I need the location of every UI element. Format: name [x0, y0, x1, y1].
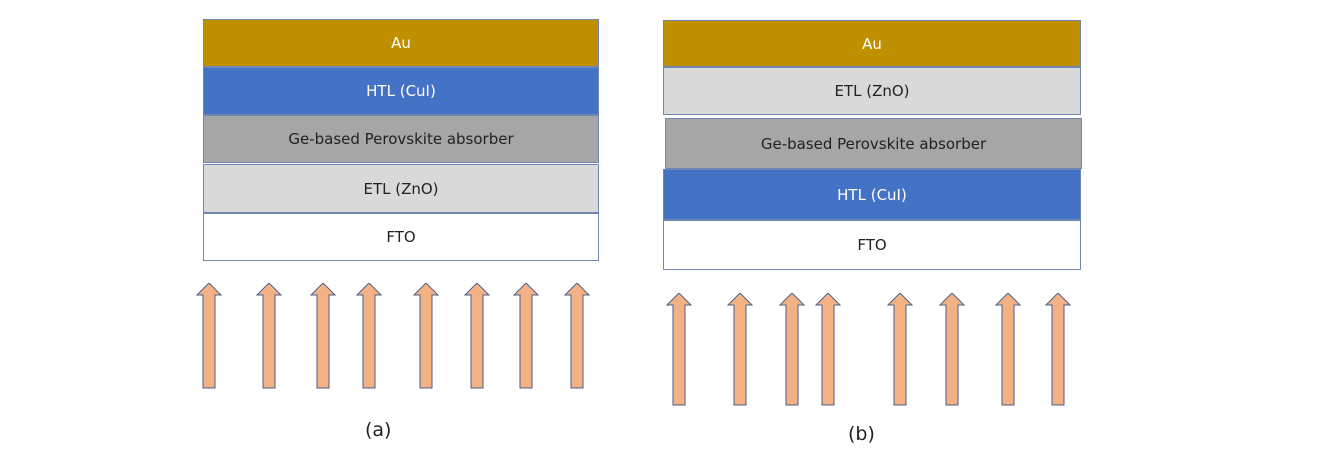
up-arrow-icon	[886, 293, 914, 406]
layer-absorber-a: Ge-based Perovskite absorber	[203, 115, 599, 163]
up-arrow-icon	[726, 293, 754, 406]
caption-b: (b)	[848, 423, 875, 445]
up-arrow-icon	[309, 283, 337, 389]
caption-a: (a)	[365, 419, 392, 441]
layer-etl-b: ETL (ZnO)	[663, 67, 1081, 115]
layer-absorber-b: Ge-based Perovskite absorber	[665, 118, 1082, 169]
light-arrows-a	[195, 283, 591, 389]
up-arrow-icon	[938, 293, 966, 406]
up-arrow-icon	[412, 283, 440, 389]
up-arrow-icon	[255, 283, 283, 389]
up-arrow-icon	[563, 283, 591, 389]
layer-fto-b: FTO	[663, 220, 1081, 270]
layer-etl-a: ETL (ZnO)	[203, 164, 599, 213]
layer-htl-b: HTL (CuI)	[663, 169, 1081, 220]
layer-au-a: Au	[203, 19, 599, 67]
up-arrow-icon	[1044, 293, 1072, 406]
up-arrow-icon	[463, 283, 491, 389]
up-arrow-icon	[778, 293, 806, 406]
layer-fto-a: FTO	[203, 213, 599, 261]
layer-htl-a: HTL (CuI)	[203, 67, 599, 115]
up-arrow-icon	[814, 293, 842, 406]
layer-au-b: Au	[663, 20, 1081, 67]
up-arrow-icon	[665, 293, 693, 406]
up-arrow-icon	[994, 293, 1022, 406]
up-arrow-icon	[355, 283, 383, 389]
up-arrow-icon	[195, 283, 223, 389]
up-arrow-icon	[512, 283, 540, 389]
light-arrows-b	[665, 293, 1072, 406]
